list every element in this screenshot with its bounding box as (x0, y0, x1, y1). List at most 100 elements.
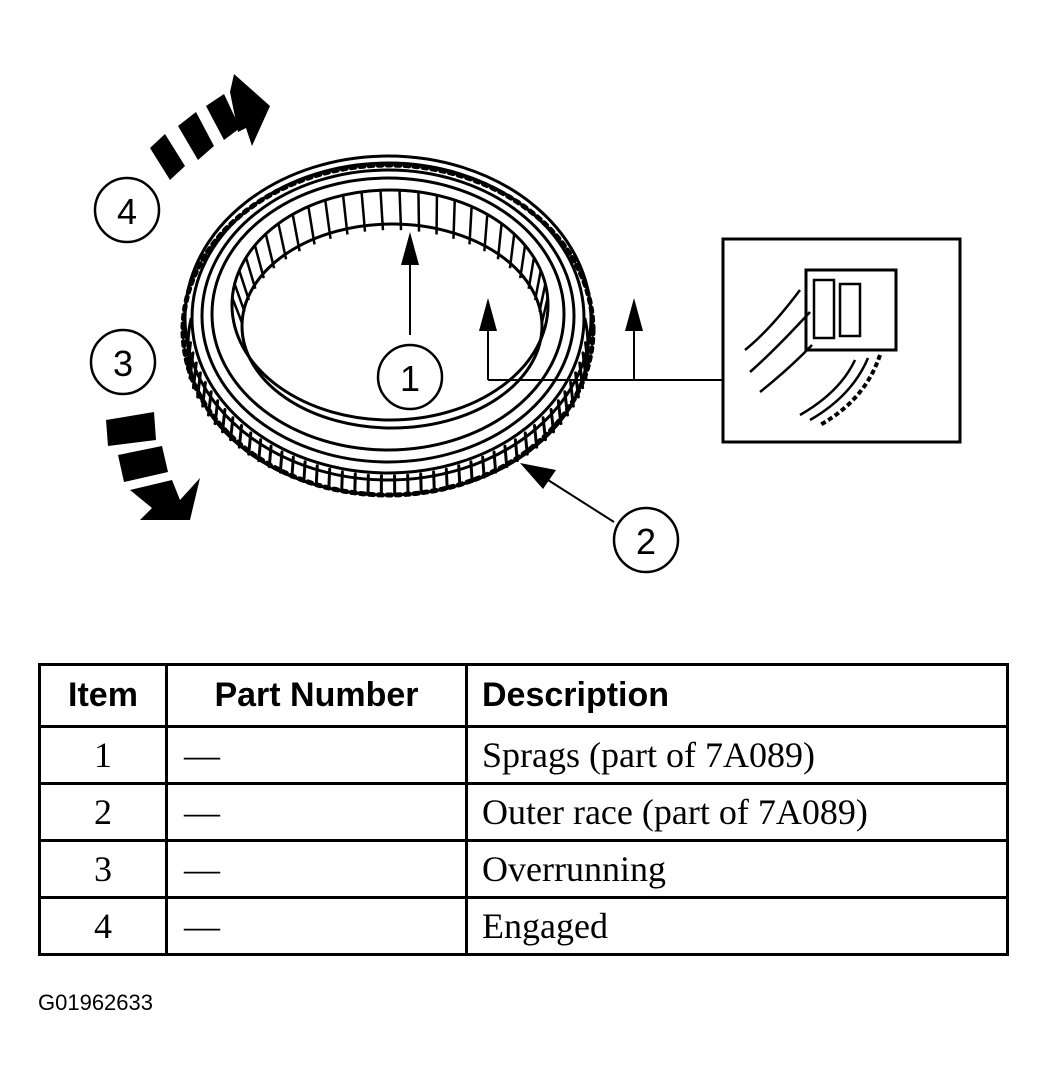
cell-description: Outer race (part of 7A089) (465, 782, 1009, 842)
svg-text:1: 1 (400, 358, 420, 399)
sprags-illustration (230, 188, 550, 430)
sprag-cell (527, 257, 536, 290)
gear-tooth (523, 431, 529, 456)
cell-item: 3 (38, 839, 168, 899)
gear-tooth (444, 467, 449, 490)
detail-leader (479, 298, 722, 381)
table-row: 1 — Sprags (part of 7A089) (38, 725, 1009, 785)
cell-description: Engaged (465, 896, 1009, 956)
sprag-cell (417, 191, 421, 232)
gear-tooth (247, 431, 253, 456)
sprag-cell (538, 283, 547, 313)
parts-table: Item Part Number Description 1 — Sprags … (38, 663, 1009, 956)
cell-part-number: — (165, 839, 468, 899)
sprag-cell (496, 223, 503, 260)
gear-tooth (513, 438, 519, 463)
sprag-cell (468, 206, 473, 245)
callout-3: 3 (89, 328, 157, 396)
gear-tooth (188, 351, 195, 380)
cell-item: 2 (38, 782, 168, 842)
gear-tooth (569, 380, 575, 408)
cell-part-number: — (165, 725, 468, 785)
gear-tooth (290, 455, 295, 479)
sprag-cell (324, 199, 332, 239)
gear-tooth (457, 464, 462, 487)
sprag-cell (277, 223, 288, 260)
gear-tooth (541, 416, 547, 442)
gear-tooth (481, 455, 486, 479)
sprag-cell (483, 214, 489, 252)
cell-description: Sprags (part of 7A089) (465, 725, 1009, 785)
sprag-cell (360, 191, 367, 232)
sprag-cell (291, 214, 301, 252)
one-way-clutch-diagram: 1 2 4 3 (89, 74, 962, 574)
sprag-cell (452, 200, 456, 239)
figure-id: G01962633 (38, 990, 153, 1015)
cell-description: Overrunning (465, 839, 1009, 899)
gear-tooth (185, 341, 192, 370)
gear-tooth (574, 371, 580, 399)
gear-tooth (257, 438, 263, 463)
gear-tooth (432, 470, 436, 493)
sprag-cell (244, 257, 257, 290)
gear-tooth (469, 460, 474, 484)
gear-tooth (581, 351, 588, 380)
table-header-row: Item Part Number Description (38, 663, 1009, 728)
sprag-cell (540, 297, 549, 325)
sprag-cell (508, 233, 516, 269)
svg-text:4: 4 (117, 191, 137, 232)
sprag-cell (233, 283, 246, 313)
gear-tooth (201, 380, 207, 408)
gear-tooth (492, 450, 498, 474)
gear-tooth (584, 341, 591, 370)
cell-part-number: — (165, 896, 468, 956)
gear-tooth (237, 424, 244, 449)
gear-tooth (206, 390, 213, 417)
gear-tooth (327, 467, 332, 490)
gear-tooth (578, 361, 585, 390)
gear-tooth (191, 361, 198, 390)
callout-4: 4 (93, 176, 161, 244)
gear-tooth (278, 450, 284, 474)
sprag-cell (253, 245, 265, 279)
gear-tooth (314, 464, 319, 487)
table-row: 3 — Overrunning (38, 839, 1009, 899)
sprag-cell (341, 195, 349, 235)
sprag-cell (238, 270, 251, 301)
svg-text:3: 3 (113, 343, 133, 384)
gear-tooth (556, 399, 563, 426)
sprag-cell (519, 245, 527, 279)
gear-tooth (229, 416, 235, 442)
table-row: 2 — Outer race (part of 7A089) (38, 782, 1009, 842)
callout-2: 2 (520, 463, 680, 574)
outer-race-illustration (180, 154, 596, 498)
header-description: Description (465, 663, 1009, 728)
detail-inset (721, 237, 962, 444)
gear-tooth (340, 470, 344, 493)
callout-1: 1 (376, 232, 444, 411)
cell-part-number: — (165, 782, 468, 842)
gear-tooth (196, 371, 202, 399)
gear-tooth (563, 390, 570, 417)
gear-tooth (220, 407, 227, 434)
sprag-cell (264, 233, 276, 269)
header-item: Item (38, 663, 168, 728)
gear-tooth (532, 424, 539, 449)
sprag-cell (307, 206, 316, 245)
svg-text:2: 2 (636, 521, 656, 562)
sprag-cell (231, 297, 244, 325)
cell-item: 1 (38, 725, 168, 785)
table-row: 4 — Engaged (38, 896, 1009, 956)
gear-tooth (549, 407, 556, 434)
gear-tooth (267, 444, 273, 469)
sprag-cell (398, 190, 403, 231)
sprag-cell (379, 190, 385, 231)
gear-tooth (213, 399, 220, 426)
cell-item: 4 (38, 896, 168, 956)
gear-tooth (503, 444, 509, 469)
header-part-number: Part Number (165, 663, 468, 728)
engaged-arrow (150, 74, 270, 180)
sprag-cell (533, 270, 542, 301)
overrunning-arrow (106, 412, 200, 520)
gear-tooth (302, 460, 307, 484)
